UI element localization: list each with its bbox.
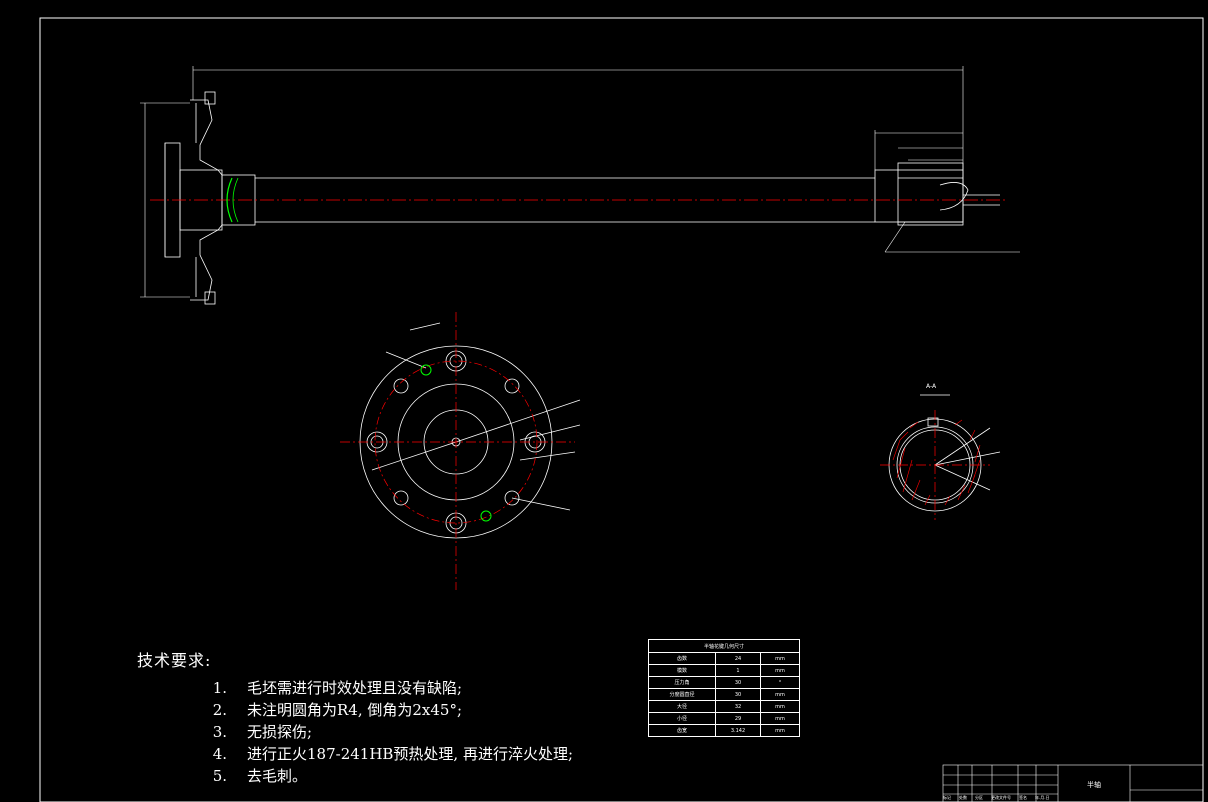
table-cell: 30 (715, 676, 761, 689)
title-block-name: 半轴 (1087, 781, 1101, 789)
tech-req-num: 5. (212, 767, 227, 785)
table-cell: mm (760, 652, 800, 665)
flange-end-view (359, 322, 581, 539)
table-cell: mm (760, 688, 800, 701)
tech-req-item: 5. 去毛刺。 (137, 765, 573, 787)
title-block-label: 标记 (943, 795, 951, 800)
table-row: 小径 29 mm (648, 712, 800, 725)
tech-req-num: 1. (212, 679, 227, 697)
title-block-labels: 标记 处数 分区 更改文件号 签名 年.月.日 (943, 795, 1050, 801)
table-row: 大径 32 mm (648, 700, 800, 713)
table-cell: 分度圆直径 (648, 688, 716, 701)
title-block-label: 签名 (1019, 795, 1027, 800)
title-block-label: 处数 (959, 795, 967, 800)
hole-mark-green-1 (420, 364, 432, 376)
section-hatch (892, 419, 981, 506)
tech-req-text: 去毛刺。 (247, 767, 308, 785)
tech-req-item: 3. 无损探伤; (137, 721, 573, 743)
flange-centerlines (340, 312, 575, 590)
tech-req-item: 4. 进行正火187-241HB预热处理, 再进行淬火处理; (137, 743, 573, 765)
table-cell: 32 (715, 700, 761, 713)
technical-requirements: 技术要求: 1. 毛坯需进行时效处理且没有缺陷; 2. 未注明圆角为R4, 倒角… (137, 647, 573, 787)
table-row: 模数 1 mm (648, 664, 800, 677)
drawing-frame (39, 17, 1204, 802)
table-cell: 大径 (648, 700, 716, 713)
table-cell: 3.142 (715, 724, 761, 737)
fillet-mark-2 (232, 177, 239, 223)
title-block-label: 更改文件号 (991, 795, 1011, 800)
table-cell: 齿数 (648, 652, 716, 665)
table-cell: 齿宽 (648, 724, 716, 737)
section-a-a (888, 394, 1001, 512)
table-cell: 24 (715, 652, 761, 665)
tech-req-title: 技术要求: (137, 651, 212, 670)
title-block-label: 分区 (975, 795, 983, 800)
table-row: 齿数 24 mm (648, 652, 800, 665)
spline-table: 半轴花键几何尺寸 齿数 24 mm 模数 1 mm 压力角 30 ° 分度圆直径… (648, 639, 800, 737)
table-cell: 30 (715, 688, 761, 701)
table-row: 压力角 30 ° (648, 676, 800, 689)
tech-req-text: 无损探伤; (247, 723, 313, 741)
title-block-label: 年.月.日 (1035, 795, 1050, 800)
section-label: A-A (926, 383, 937, 390)
tech-req-item: 2. 未注明圆角为R4, 倒角为2x45°; (137, 699, 573, 721)
shaft-front-view (164, 91, 1000, 305)
table-cell: 模数 (648, 664, 716, 677)
title-block-grid (942, 764, 1204, 802)
table-cell: mm (760, 664, 800, 677)
tech-req-num: 3. (212, 723, 227, 741)
table-cell: 29 (715, 712, 761, 725)
table-cell: 1 (715, 664, 761, 677)
table-cell: mm (760, 724, 800, 737)
table-cell: 压力角 (648, 676, 716, 689)
hole-mark-green-2 (480, 510, 492, 522)
table-cell: mm (760, 700, 800, 713)
tech-req-text: 毛坯需进行时效处理且没有缺陷; (247, 679, 463, 697)
section-centerlines (880, 410, 990, 520)
table-cell: 小径 (648, 712, 716, 725)
tech-req-num: 2. (212, 701, 227, 719)
tech-req-text: 未注明圆角为R4, 倒角为2x45°; (247, 701, 463, 719)
fillet-mark (226, 177, 233, 223)
tech-req-text: 进行正火187-241HB预热处理, 再进行淬火处理; (247, 745, 574, 763)
spline-table-title: 半轴花键几何尺寸 (648, 639, 800, 653)
tech-req-item: 1. 毛坯需进行时效处理且没有缺陷; (137, 677, 573, 699)
table-cell: mm (760, 712, 800, 725)
front-view-dimensions (140, 66, 1020, 298)
table-row: 齿宽 3.142 mm (648, 724, 800, 737)
table-row: 分度圆直径 30 mm (648, 688, 800, 701)
table-cell: ° (760, 676, 800, 689)
tech-req-num: 4. (212, 745, 227, 763)
